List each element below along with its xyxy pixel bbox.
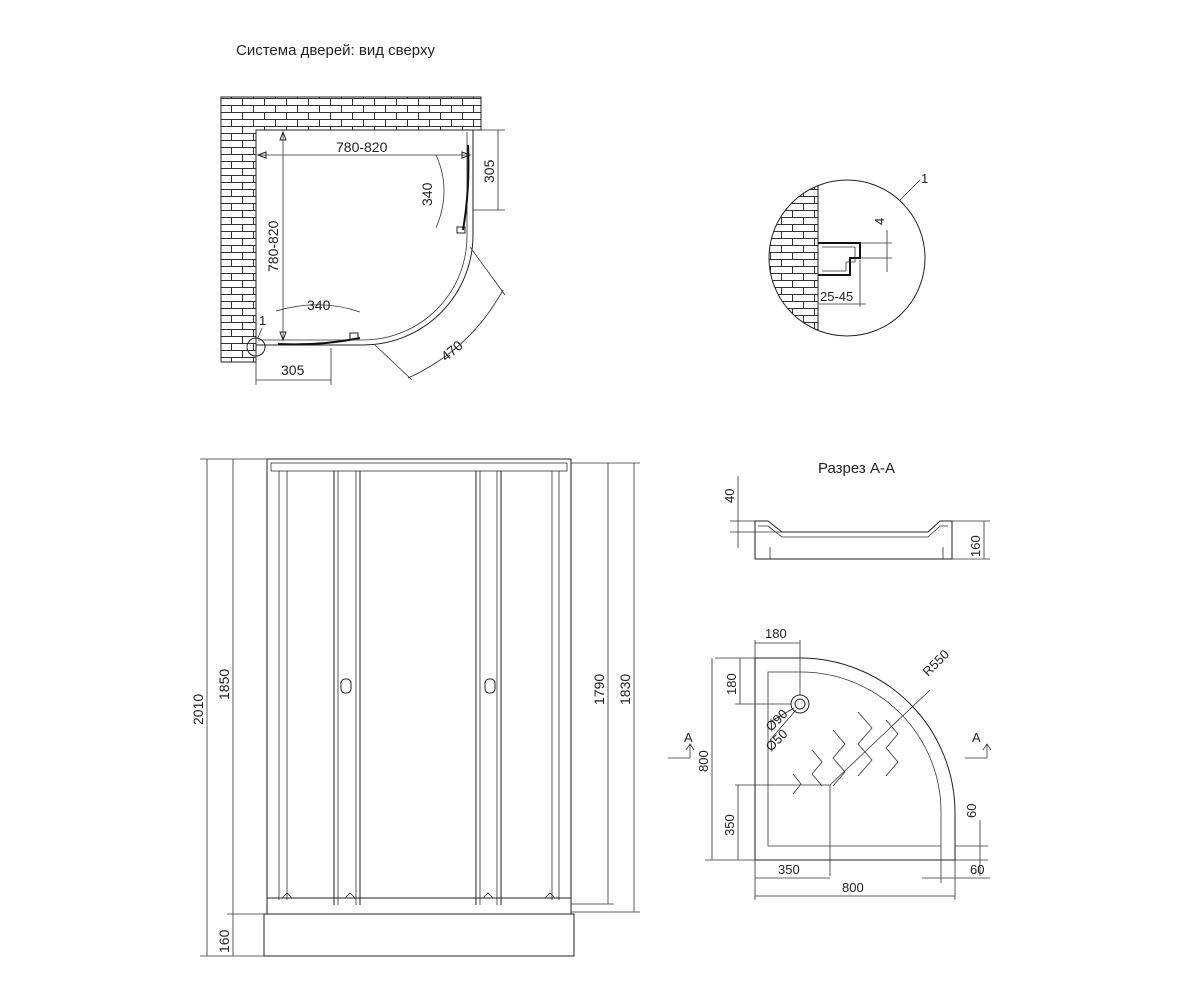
dim-800-left: 800 xyxy=(696,750,711,772)
dim-470: 470 xyxy=(438,337,466,364)
dim-305-bottom: 305 xyxy=(281,362,305,378)
detail-circle xyxy=(768,179,926,337)
dim-4: 4 xyxy=(872,218,887,225)
dim-width: 780-820 xyxy=(336,139,388,155)
dim-800-bottom: 800 xyxy=(842,880,864,895)
section-mark-right: A xyxy=(972,730,981,745)
dim-305-right: 305 xyxy=(481,159,497,183)
dim-arc-340-bottom: 340 xyxy=(307,297,331,313)
section-a-a: Разрез А-А 40 160 xyxy=(722,460,990,560)
top-view-title: Система дверей: вид сверху xyxy=(236,42,435,59)
dim-d50: Ø50 xyxy=(763,726,791,754)
dim-180-left: 180 xyxy=(724,673,739,695)
tray-section-profile xyxy=(754,520,953,560)
cabin-frame xyxy=(266,458,572,915)
door-handle-left xyxy=(340,678,352,694)
dim-180-top: 180 xyxy=(765,626,787,641)
handle-bottom xyxy=(349,332,359,340)
dim-350-left: 350 xyxy=(722,814,737,836)
section-mark-left: A xyxy=(684,730,693,745)
tray-outline xyxy=(754,657,956,861)
dim-25-45: 25-45 xyxy=(820,289,853,304)
dim-arc-340-right: 340 xyxy=(419,182,435,206)
corner-detail: 1 4 25-45 xyxy=(768,171,928,337)
dim-r550: R550 xyxy=(920,647,953,680)
dim-40-section: 40 xyxy=(722,489,737,503)
front-view: 2010 1850 160 1790 1830 xyxy=(190,458,640,957)
enclosure-outline xyxy=(256,130,474,346)
detail-callout-label: 1 xyxy=(921,171,928,186)
drain-outer xyxy=(790,694,810,714)
dim-1790: 1790 xyxy=(591,674,607,705)
dim-depth: 780-820 xyxy=(265,220,281,272)
enclosure-inner xyxy=(258,132,468,341)
tray-inner xyxy=(767,671,942,847)
door-panel-bottom xyxy=(277,337,361,346)
dim-1850: 1850 xyxy=(216,669,232,700)
handle-right xyxy=(456,226,466,234)
top-view: Система дверей: вид сверху 1 780-820 780… xyxy=(220,42,506,385)
dim-160-section: 160 xyxy=(968,535,983,557)
dim-2010: 2010 xyxy=(190,694,206,725)
dim-60-right: 60 xyxy=(964,804,979,818)
wall-brick xyxy=(220,96,482,363)
drain-inner xyxy=(794,698,806,710)
dim-350-bottom: 350 xyxy=(778,862,800,877)
tray-plan: R550 Ø90 Ø50 180 180 800 350 A A 60 xyxy=(668,626,992,900)
callout-label: 1 xyxy=(259,313,266,328)
door-handle-right xyxy=(484,678,496,694)
dim-60-bottom: 60 xyxy=(970,862,984,877)
dim-1830: 1830 xyxy=(617,674,633,705)
section-title: Разрез А-А xyxy=(818,460,895,477)
dim-160-front: 160 xyxy=(216,929,232,953)
wall-profile xyxy=(818,242,861,276)
shower-tray xyxy=(263,913,575,957)
